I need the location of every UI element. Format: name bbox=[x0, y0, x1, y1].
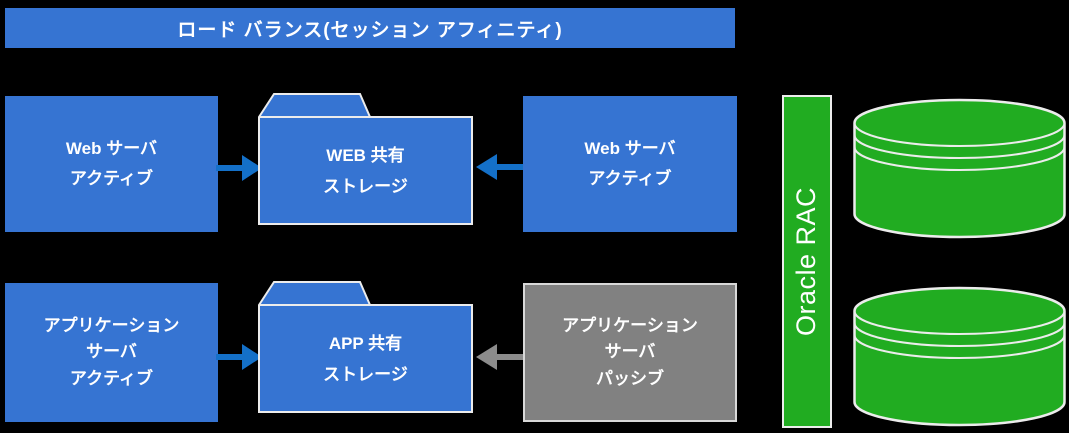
node-label-line: Web サーバ bbox=[65, 139, 158, 159]
node-label-line: APP 共有 bbox=[328, 333, 403, 353]
node-label-line: アプリケーション bbox=[43, 315, 180, 335]
app-server-active: アプリケーション サーバ アクティブ bbox=[5, 283, 218, 422]
node-label-line: ストレージ bbox=[323, 176, 408, 196]
node-label-line: サーバ bbox=[604, 342, 656, 362]
node-label-line: ストレージ bbox=[323, 364, 408, 384]
app-shared-storage-folder: APP 共有 ストレージ bbox=[257, 279, 474, 414]
arrow-right-icon bbox=[216, 153, 263, 188]
folder-icon bbox=[258, 93, 473, 225]
node-label-line: アクティブ bbox=[69, 368, 154, 388]
node-label-line: アプリケーション bbox=[562, 315, 698, 335]
web-server-active-left: Web サーバ アクティブ bbox=[5, 96, 218, 232]
arrow-right-icon bbox=[216, 342, 263, 377]
oracle-rac-bar: Oracle RAC bbox=[782, 95, 832, 428]
folder-icon bbox=[258, 281, 473, 413]
web-shared-storage-folder: WEB 共有 ストレージ bbox=[257, 91, 474, 226]
folder-label: WEB 共有 ストレージ bbox=[257, 117, 474, 226]
app-server-passive: アプリケーション サーバ パッシブ bbox=[523, 283, 737, 422]
node-label-line: アクティブ bbox=[69, 169, 154, 188]
node-label-line: パッシブ bbox=[596, 368, 664, 388]
web-server-active-right: Web サーバ アクティブ bbox=[523, 96, 737, 232]
arrow-left-icon bbox=[474, 152, 524, 187]
database-cylinder-icon bbox=[852, 97, 1067, 245]
node-label-line: アクティブ bbox=[588, 169, 672, 188]
oracle-rac-label: Oracle RAC bbox=[791, 186, 822, 337]
node-label-line: Web サーバ bbox=[584, 139, 676, 159]
arrow-left-icon bbox=[474, 342, 524, 377]
load-balancer-banner: ロード バランス(セッション アフィニティ) bbox=[5, 8, 735, 48]
folder-label: APP 共有 ストレージ bbox=[257, 305, 474, 414]
database-cylinder-icon bbox=[852, 285, 1067, 433]
node-label-line: サーバ bbox=[86, 342, 137, 362]
node-label-line: WEB 共有 bbox=[326, 145, 405, 165]
